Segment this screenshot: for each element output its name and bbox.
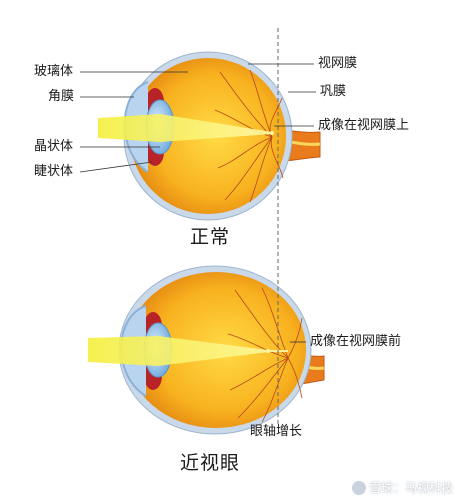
- caption-myopia: 近视眼: [180, 452, 241, 474]
- light-beam: [98, 114, 272, 142]
- caption-normal: 正常: [190, 226, 231, 248]
- label-axial-growth: 眼轴增长: [250, 424, 303, 439]
- watermark: 雪球：马视科技: [369, 481, 454, 495]
- label-cornea: 角膜: [48, 89, 75, 104]
- label-image-on-retina: 成像在视网膜上: [318, 118, 410, 133]
- label-sclera: 巩膜: [320, 84, 347, 99]
- focal-point: [270, 131, 274, 135]
- label-lens: 晶状体: [34, 139, 74, 154]
- focal-point-myopia: [266, 349, 270, 353]
- light-beam-myopia: [88, 336, 288, 366]
- myopic-eye: [88, 265, 325, 435]
- label-retina: 视网膜: [318, 56, 358, 71]
- label-vitreous: 玻璃体: [34, 64, 74, 79]
- label-image-in-front-of-retina: 成像在视网膜前: [310, 334, 402, 349]
- leader-lines: [79, 63, 316, 343]
- watermark-logo-icon: [352, 481, 366, 495]
- normal-eye: [98, 51, 321, 221]
- label-ciliary-body: 睫状体: [34, 164, 74, 179]
